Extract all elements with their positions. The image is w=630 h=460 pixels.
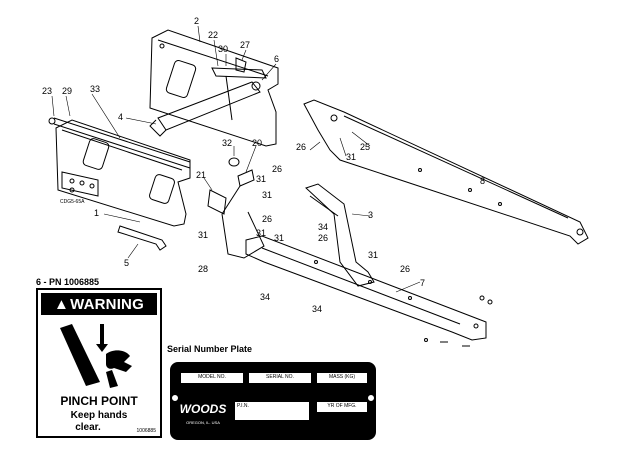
callout-31d: 31 bbox=[198, 230, 208, 240]
callout-4: 4 bbox=[118, 112, 123, 122]
serial-no-field: SERIAL NO. bbox=[248, 372, 312, 384]
callout-2: 2 bbox=[194, 16, 199, 26]
warning-triangle-icon: ▲ bbox=[54, 295, 70, 313]
callout-34b: 34 bbox=[260, 292, 270, 302]
callout-25: 25 bbox=[360, 142, 370, 152]
plate-rivet-left bbox=[171, 394, 179, 402]
callout-32: 32 bbox=[222, 138, 232, 148]
part-3-arm bbox=[305, 183, 375, 287]
callout-27: 27 bbox=[240, 40, 250, 50]
warning-clear-text: clear. bbox=[75, 422, 101, 433]
serial-plate-title: Serial Number Plate bbox=[167, 344, 253, 354]
serial-number-plate: MODEL NO. SERIAL NO. MASS (KG) P.I.N. YR… bbox=[170, 362, 376, 440]
callout-31g: 31 bbox=[368, 250, 378, 260]
callout-26e: 26 bbox=[400, 264, 410, 274]
callout-31a: 31 bbox=[346, 152, 356, 162]
warning-header-text: WARNING bbox=[70, 295, 144, 313]
model-no-field: MODEL NO. bbox=[180, 372, 244, 384]
woods-logo: WOODS bbox=[179, 402, 227, 416]
callout-31c: 31 bbox=[262, 190, 272, 200]
callout-26a: 26 bbox=[296, 142, 306, 152]
callout-31e: 31 bbox=[256, 228, 266, 238]
part-33-rod bbox=[48, 117, 191, 169]
callout-28: 28 bbox=[198, 264, 208, 274]
pin-field: P.I.N. bbox=[234, 401, 310, 421]
part-8-beam bbox=[303, 99, 589, 245]
callout-30: 30 bbox=[218, 44, 228, 54]
part-1-front-plate bbox=[55, 119, 191, 227]
warning-decal-code: 1006885 bbox=[136, 428, 156, 434]
callout-26d: 26 bbox=[318, 233, 328, 243]
callout-6: 6 bbox=[274, 54, 279, 64]
callout-33: 33 bbox=[90, 84, 100, 94]
callout-1: 1 bbox=[94, 208, 99, 218]
callout-8: 8 bbox=[480, 176, 485, 186]
callout-7: 7 bbox=[420, 278, 425, 288]
callout-29: 29 bbox=[62, 86, 72, 96]
pinch-point-hand-icon bbox=[60, 324, 132, 388]
plate-city: OREGON, IL. USA bbox=[186, 420, 220, 425]
callout-20: 20 bbox=[252, 138, 262, 148]
warning-keep-hands-text: Keep hands bbox=[70, 410, 128, 421]
warning-header: ▲ WARNING bbox=[41, 293, 157, 315]
callout-23: 23 bbox=[42, 86, 52, 96]
callout-5: 5 bbox=[124, 258, 129, 268]
callout-31f: 31 bbox=[274, 233, 284, 243]
top-link-assembly bbox=[211, 57, 267, 121]
part-4-crossbar bbox=[149, 81, 261, 137]
warning-decal: ▲ WARNING PINCH POINT Keep hands clear. … bbox=[36, 288, 162, 438]
year-field: YR OF MFG. bbox=[316, 401, 368, 413]
mass-field: MASS (KG) bbox=[316, 372, 368, 384]
callout-34a: 34 bbox=[318, 222, 328, 232]
part-7-lower-beam bbox=[245, 235, 487, 341]
callout-26b: 26 bbox=[272, 164, 282, 174]
callout-34c: 34 bbox=[312, 304, 322, 314]
callout-31b: 31 bbox=[256, 174, 266, 184]
plate-rivet-right bbox=[367, 394, 375, 402]
callout-26c: 26 bbox=[262, 214, 272, 224]
callout-3: 3 bbox=[368, 210, 373, 220]
callout-leaders bbox=[51, 25, 485, 293]
callout-21: 21 bbox=[196, 170, 206, 180]
warning-pinch-point-text: PINCH POINT bbox=[60, 394, 138, 408]
callout-22: 22 bbox=[208, 30, 218, 40]
warning-decal-part-number: 6 - PN 1006885 bbox=[36, 277, 100, 287]
part-5-pin bbox=[117, 225, 167, 251]
hardware-bolts bbox=[424, 295, 493, 347]
pivot-block-code: CDG5-65A bbox=[60, 199, 85, 205]
callout-labels: 2 22 30 27 6 23 29 33 4 32 20 21 26 31 2… bbox=[42, 16, 485, 314]
pivot-pin-assembly bbox=[207, 157, 265, 259]
